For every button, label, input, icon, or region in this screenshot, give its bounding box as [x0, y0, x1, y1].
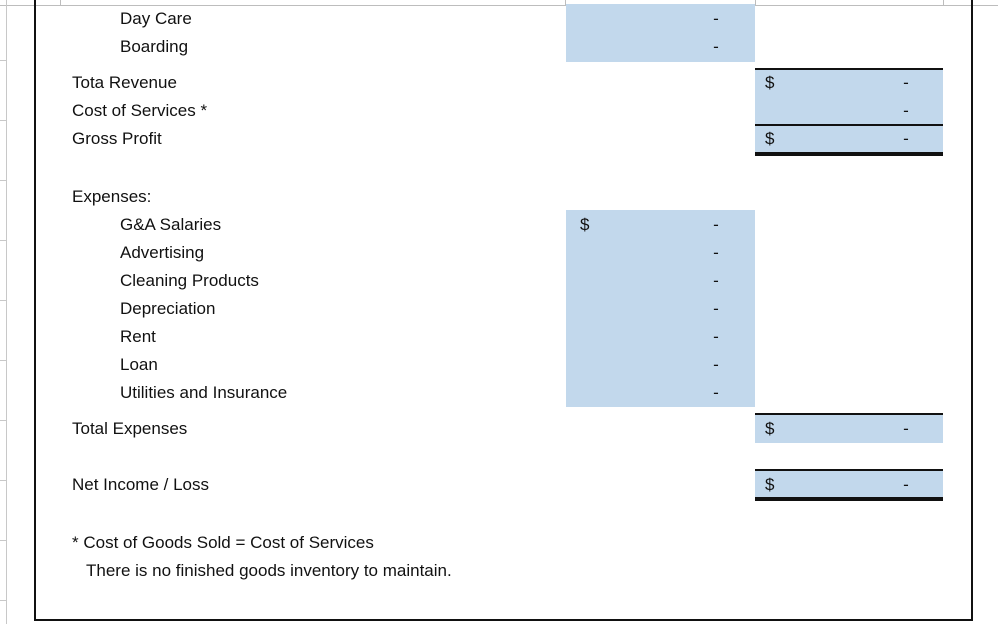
row-divider	[0, 240, 6, 241]
revenue-input-cells[interactable]	[566, 4, 755, 62]
total-revenue-value[interactable]: -	[903, 73, 909, 92]
expense-item-value[interactable]: -	[713, 327, 719, 346]
expense-item-value[interactable]: -	[713, 215, 719, 234]
revenue-item-value[interactable]: -	[713, 9, 719, 28]
total-revenue-label: Tota Revenue	[72, 73, 177, 92]
total-expenses-value[interactable]: -	[903, 419, 909, 438]
row-divider	[0, 300, 6, 301]
footnote-line-1: * Cost of Goods Sold = Cost of Services	[72, 533, 374, 552]
row-divider	[0, 480, 6, 481]
expense-item-label: G&A Salaries	[120, 215, 222, 234]
row-divider	[0, 420, 6, 421]
gross-profit-value[interactable]: -	[903, 129, 909, 148]
column-header-strip	[0, 0, 998, 6]
double-underline-gross-profit	[755, 152, 943, 156]
row-divider	[0, 120, 6, 121]
top-border-total-revenue	[755, 68, 943, 70]
gross-profit-currency: $	[765, 129, 775, 148]
row-divider	[0, 600, 6, 601]
expense-item-value[interactable]: -	[713, 299, 719, 318]
expense-item-label: Utilities and Insurance	[120, 383, 288, 402]
column-divider	[60, 0, 61, 5]
expense-currency: $	[580, 215, 590, 234]
column-divider	[755, 0, 756, 5]
expense-item-label: Loan	[120, 355, 158, 374]
top-border-gross-profit	[755, 124, 943, 126]
top-border-total-expenses	[755, 413, 943, 415]
double-underline-net-income	[755, 497, 943, 501]
column-divider	[565, 0, 566, 5]
income-statement-sheet	[34, 0, 973, 621]
total-revenue-currency: $	[765, 73, 775, 92]
footnote-line-2: There is no finished goods inventory to …	[86, 561, 452, 580]
expense-item-label: Rent	[120, 327, 156, 346]
revenue-item-label: Boarding	[120, 37, 189, 56]
cost-of-services-label: Cost of Services *	[72, 101, 208, 120]
gross-profit-label: Gross Profit	[72, 129, 162, 148]
net-income-label: Net Income / Loss	[72, 475, 210, 494]
expense-item-value[interactable]: -	[713, 355, 719, 374]
row-divider	[0, 360, 6, 361]
expense-item-label: Depreciation	[120, 299, 216, 318]
expense-item-value[interactable]: -	[713, 383, 719, 402]
expense-item-value[interactable]: -	[713, 243, 719, 262]
net-income-value[interactable]: -	[903, 475, 909, 494]
revenue-item-label: Day Care	[120, 9, 192, 28]
expense-item-label: Cleaning Products	[120, 271, 259, 290]
row-divider	[0, 540, 6, 541]
revenue-item-value[interactable]: -	[713, 37, 719, 56]
net-income-currency: $	[765, 475, 775, 494]
expenses-heading: Expenses:	[72, 187, 152, 206]
cost-of-services-value[interactable]: -	[903, 101, 909, 120]
net-income-cell[interactable]	[755, 471, 943, 498]
row-divider	[0, 180, 6, 181]
top-border-net-income	[755, 469, 943, 471]
column-divider	[943, 0, 944, 5]
total-expenses-cell[interactable]	[755, 415, 943, 443]
expense-item-label: Advertising	[120, 243, 205, 262]
row-divider	[0, 60, 6, 61]
row-header-strip	[0, 0, 7, 624]
total-expenses-label: Total Expenses	[72, 419, 188, 438]
expense-item-value[interactable]: -	[713, 271, 719, 290]
summary-cells[interactable]	[755, 70, 943, 153]
total-expenses-currency: $	[765, 419, 775, 438]
expense-input-cells[interactable]	[566, 210, 755, 407]
